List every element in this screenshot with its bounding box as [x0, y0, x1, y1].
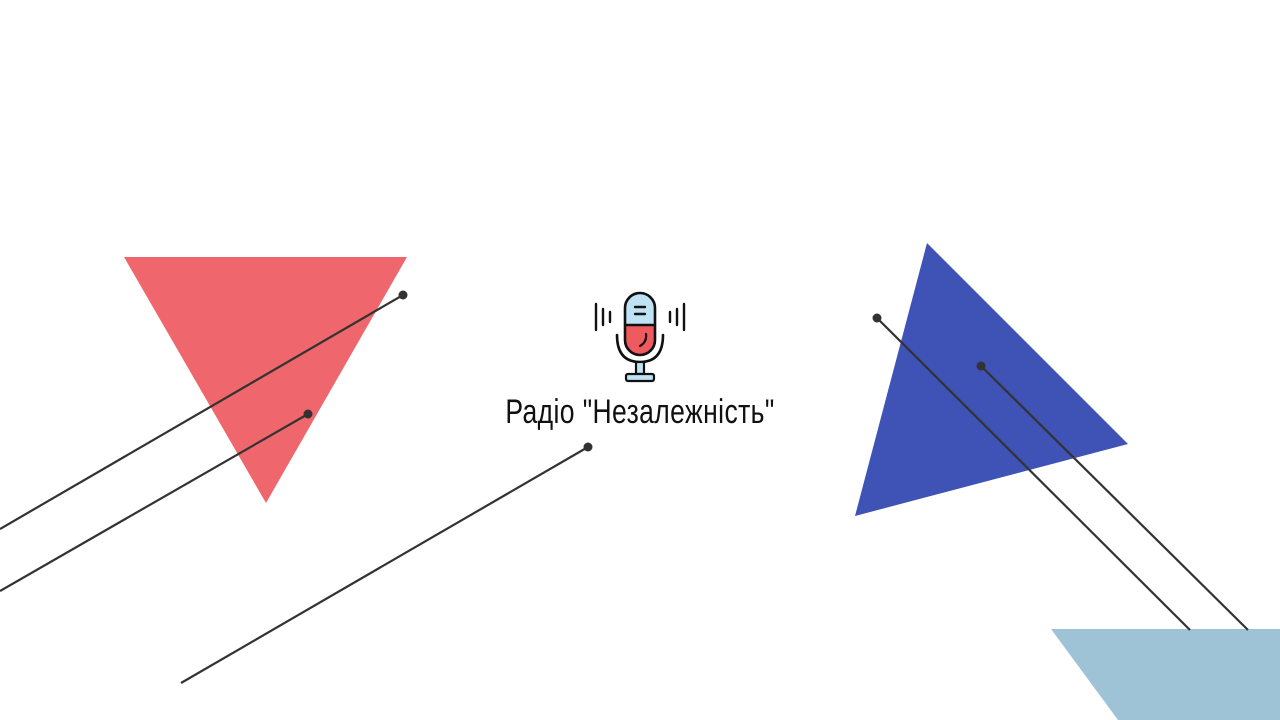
- line-right-outer: [876, 317, 1191, 631]
- dot-center: [583, 442, 593, 452]
- dot-left-upper: [398, 290, 408, 300]
- line-left-lower: [0, 413, 309, 592]
- dot-left-lower: [303, 409, 313, 419]
- red-triangle: [124, 257, 407, 503]
- podcast-microphone-icon: [594, 291, 686, 383]
- light-blue-shape: [1051, 629, 1280, 720]
- blue-triangle: [855, 243, 1128, 516]
- page-title: Радіо "Незалежність": [505, 393, 775, 431]
- dot-right-outer: [872, 313, 882, 323]
- line-left-upper: [0, 294, 404, 530]
- line-center: [180, 446, 589, 684]
- line-right-inner: [980, 365, 1249, 631]
- dot-right-inner: [976, 361, 986, 371]
